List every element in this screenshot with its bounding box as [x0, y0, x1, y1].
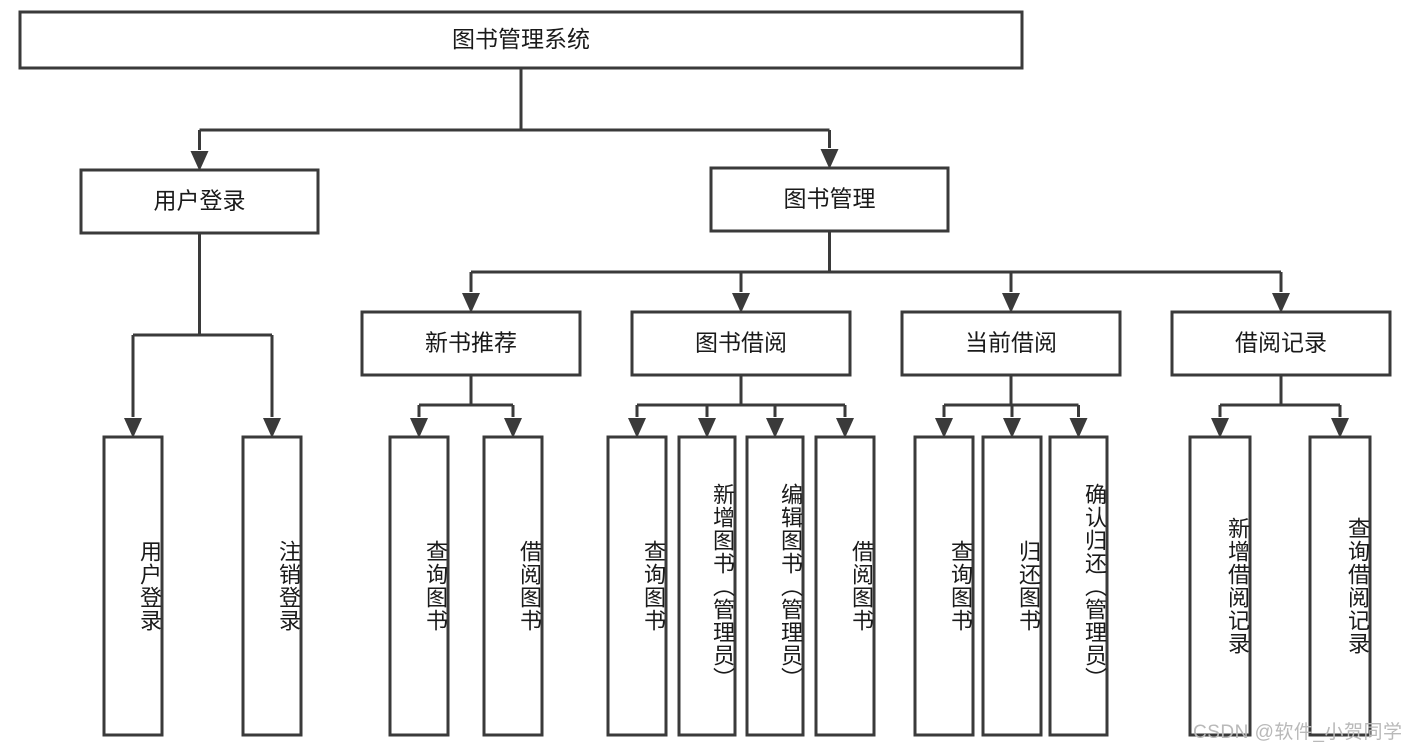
arrow-head — [1069, 418, 1088, 438]
node-label-user-login: 用户登录 — [154, 188, 246, 214]
node-box-leaf-confirm-return-admin[interactable] — [1048, 435, 1109, 737]
node-box-leaf-user-login[interactable] — [102, 435, 164, 737]
arrow-head — [935, 418, 953, 438]
arrow-head — [820, 149, 839, 169]
arrow-head — [836, 418, 854, 438]
node-box-leaf-query-borrow-record[interactable] — [1308, 435, 1372, 737]
connectors-layer — [124, 68, 1349, 438]
node-box-leaf-query-book-2[interactable] — [606, 435, 668, 737]
arrow-head — [263, 418, 281, 438]
arrow-head — [1272, 293, 1290, 313]
arrow-head — [1002, 293, 1020, 313]
arrow-head — [462, 293, 480, 313]
node-box-leaf-query-book-3[interactable] — [913, 435, 975, 737]
node-box-current-borrow[interactable] — [900, 310, 1122, 377]
node-label-current-borrow: 当前借阅 — [965, 330, 1057, 356]
node-box-root[interactable] — [18, 10, 1024, 70]
node-box-leaf-borrow-book-2[interactable] — [814, 435, 876, 737]
arrow-head — [1331, 418, 1349, 438]
arrow-head — [1003, 418, 1021, 438]
node-box-leaf-return-book[interactable] — [981, 435, 1043, 737]
arrow-head — [698, 418, 716, 438]
arrow-head — [1211, 418, 1229, 438]
node-label-borrow-record: 借阅记录 — [1235, 330, 1327, 356]
node-box-leaf-query-book-1[interactable] — [388, 435, 450, 737]
boxes-layer — [18, 10, 1392, 737]
node-box-leaf-edit-book-admin[interactable] — [745, 435, 805, 737]
node-label-book-borrow: 图书借阅 — [695, 330, 787, 356]
node-label-new-book-rec: 新书推荐 — [425, 330, 517, 356]
node-box-book-borrow[interactable] — [630, 310, 852, 377]
node-box-user-login[interactable] — [79, 168, 320, 235]
node-box-leaf-add-borrow-record[interactable] — [1188, 435, 1252, 737]
node-box-leaf-borrow-book-1[interactable] — [482, 435, 544, 737]
node-label-book-manage: 图书管理 — [784, 186, 876, 212]
arrow-head — [410, 418, 428, 438]
arrow-head — [190, 151, 209, 171]
arrow-head — [628, 418, 646, 438]
node-box-borrow-record[interactable] — [1170, 310, 1392, 377]
node-box-new-book-rec[interactable] — [360, 310, 582, 377]
arrow-head — [504, 418, 522, 438]
node-box-book-manage[interactable] — [709, 166, 950, 233]
csdn-watermark: CSDN @软件_小贺同学 — [1193, 722, 1403, 743]
arrow-head — [766, 418, 784, 438]
arrow-head — [732, 293, 750, 313]
node-box-leaf-add-book-admin[interactable] — [677, 435, 737, 737]
node-box-leaf-user-logout[interactable] — [241, 435, 303, 737]
arrow-head — [124, 418, 142, 438]
node-label-root: 图书管理系统 — [452, 26, 590, 52]
